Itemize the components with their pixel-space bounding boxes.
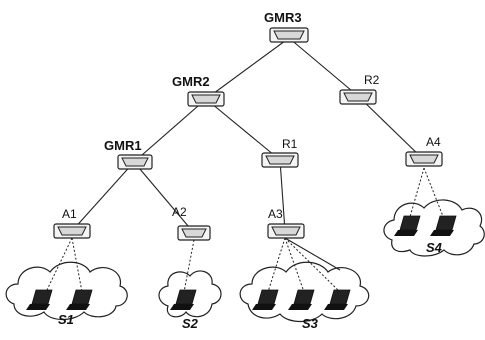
router-r1 — [261, 152, 299, 168]
label-r2: R2 — [364, 73, 380, 87]
cloud-s4 — [383, 199, 485, 257]
link-gmr1-a2 — [133, 161, 195, 234]
host-links — [45, 167, 447, 293]
subnet-labels: S1 S2 S3 S4 — [58, 240, 443, 331]
label-s3: S3 — [302, 316, 319, 331]
link-gmr1-a1 — [71, 161, 135, 232]
laptop-icon — [66, 289, 93, 310]
link-r2-a4 — [357, 95, 425, 161]
label-a3: A3 — [268, 207, 283, 221]
router-gmr2 — [187, 91, 225, 107]
laptop-icon — [288, 289, 315, 310]
laptop-icon — [170, 289, 197, 310]
laptop-icon — [26, 289, 53, 310]
dash-a1-h2 — [71, 237, 83, 293]
laptop-icon — [430, 215, 457, 236]
link-gmr3-gmr2 — [205, 37, 290, 100]
dash-a1-h1 — [45, 237, 73, 293]
label-gmr1: GMR1 — [104, 138, 142, 153]
dash-a4-h1 — [407, 167, 425, 225]
link-r1-a3 — [279, 159, 286, 232]
router-labels: GMR3 GMR2 R2 GMR1 R1 A4 A1 A2 A3 — [62, 10, 441, 221]
laptop-icon — [324, 289, 351, 310]
link-gmr3-r2 — [288, 37, 359, 97]
label-s1: S1 — [58, 312, 74, 327]
router-a3 — [267, 223, 305, 239]
label-a4: A4 — [426, 135, 441, 149]
routers — [53, 27, 443, 241]
router-gmr1 — [117, 154, 153, 170]
label-a1: A1 — [62, 207, 77, 221]
router-a2 — [177, 225, 211, 241]
link-gmr2-r1 — [205, 98, 281, 161]
label-gmr2: GMR2 — [172, 74, 210, 89]
label-r1: R1 — [282, 137, 298, 151]
dash-a3-h1 — [267, 237, 286, 293]
link-gmr2-gmr1 — [133, 98, 207, 163]
router-r4 — [405, 151, 443, 167]
dash-a3-h2 — [284, 237, 305, 293]
dash-a3-h3 — [284, 237, 341, 293]
router-r2 — [339, 89, 377, 105]
router-a1 — [53, 223, 91, 239]
cloud-s1 — [5, 261, 128, 321]
router-gmr3 — [269, 27, 309, 43]
label-a2: A2 — [172, 205, 187, 219]
label-s4: S4 — [426, 240, 443, 255]
label-gmr3: GMR3 — [264, 10, 302, 25]
hosts — [26, 215, 457, 310]
dash-a2-h1 — [183, 239, 195, 293]
laptop-icon — [394, 215, 421, 236]
router-links — [71, 37, 425, 234]
solid-a3-h3 — [284, 237, 341, 271]
laptop-icon — [252, 289, 279, 310]
label-s2: S2 — [182, 316, 199, 331]
